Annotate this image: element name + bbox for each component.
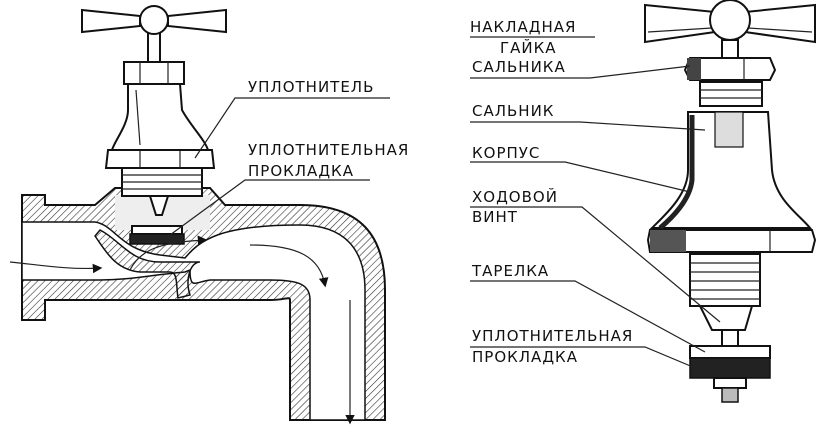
valve-plate bbox=[131, 225, 183, 235]
leader-body bbox=[470, 161, 691, 193]
body-threads bbox=[689, 253, 761, 307]
valve-gasket bbox=[129, 233, 185, 245]
leader-screw bbox=[470, 206, 721, 323]
handle-arm-left bbox=[81, 8, 141, 34]
bonnet-body bbox=[110, 83, 210, 151]
bottom-bolt bbox=[721, 387, 739, 403]
bonnet-nut bbox=[104, 149, 216, 169]
top-nut bbox=[123, 61, 185, 85]
body-hex-nut bbox=[646, 229, 817, 253]
gasket bbox=[689, 357, 771, 379]
faucet-cross-section bbox=[9, 5, 386, 425]
flow-arrow-up bbox=[129, 235, 208, 271]
label-screw-line1: ХОДОВОЙ bbox=[472, 187, 558, 206]
label-nut-line3: САЛЬНИКА bbox=[472, 58, 566, 76]
plate bbox=[689, 345, 771, 359]
water-channel bbox=[21, 221, 366, 421]
valve-cartridge bbox=[644, 0, 817, 403]
label-screw-line2: ВИНТ bbox=[472, 208, 518, 226]
handle-arm-right bbox=[167, 8, 227, 34]
label-plate: ТАРЕЛКА bbox=[471, 262, 549, 280]
label-gasket-line1: УПЛОТНИТЕЛЬНАЯ bbox=[248, 141, 409, 159]
leader-gasket bbox=[169, 179, 370, 236]
spindle-cone bbox=[698, 305, 754, 331]
handle-knob bbox=[709, 0, 751, 41]
valve-seat-partition bbox=[94, 229, 201, 299]
label-seal: УПЛОТНИТЕЛЬ bbox=[248, 78, 374, 96]
label-gasket-line2: ПРОКЛАДКА bbox=[472, 348, 578, 366]
leader-seal bbox=[194, 97, 390, 159]
flow-arrow-spout bbox=[249, 244, 329, 288]
label-body: КОРПУС bbox=[472, 144, 540, 162]
handle-arm-right bbox=[744, 3, 816, 44]
gland-packing bbox=[714, 111, 744, 148]
handle-knob bbox=[139, 5, 169, 35]
label-nut-line1: НАКЛАДНАЯ bbox=[470, 18, 576, 36]
label-gland: САЛЬНИК bbox=[472, 102, 554, 120]
leader-plate bbox=[470, 280, 706, 353]
handle-arm-left bbox=[644, 3, 716, 44]
valve-threads bbox=[121, 167, 203, 197]
gland-nut bbox=[683, 57, 777, 81]
leader-nut bbox=[470, 65, 691, 79]
flow-arrow-in bbox=[9, 261, 103, 274]
label-nut-line2: ГАЙКА bbox=[500, 38, 557, 57]
valve-stem-tip bbox=[148, 195, 170, 216]
spindle bbox=[721, 329, 739, 347]
stem bbox=[721, 39, 739, 59]
leader-gland bbox=[470, 121, 706, 131]
leader-gasket bbox=[470, 346, 701, 371]
bottom-nut bbox=[713, 377, 747, 389]
gland-threads bbox=[699, 81, 763, 107]
label-gasket-line2: ПРОКЛАДКА bbox=[248, 162, 354, 180]
label-gasket-line1: УПЛОТНИТЕЛЬНАЯ bbox=[472, 327, 633, 345]
